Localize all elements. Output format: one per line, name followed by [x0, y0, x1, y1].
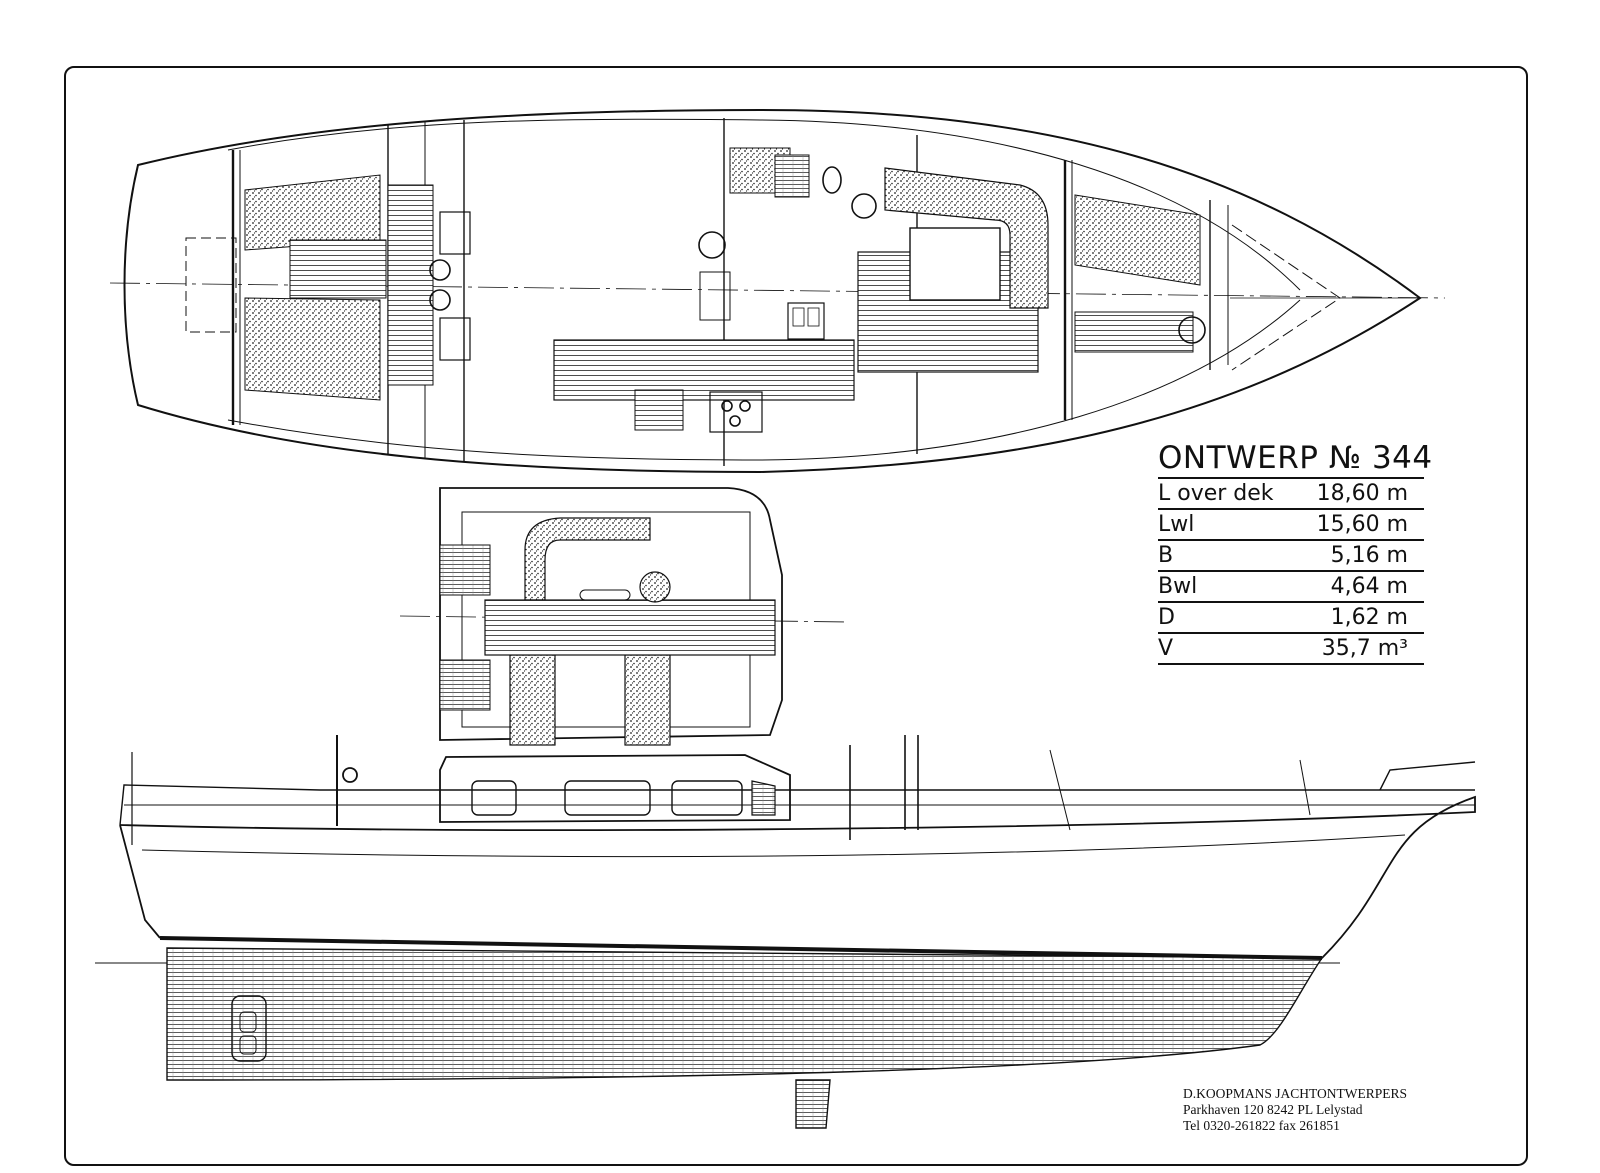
spec-label: V [1158, 636, 1174, 661]
plan-view [109, 108, 1446, 474]
spec-row: Bwl 4,64 m [1158, 572, 1424, 603]
spec-value: 15,60 m [1316, 512, 1408, 537]
design-number-title: ONTWERP № 344 [1158, 440, 1432, 479]
spec-label: B [1158, 543, 1174, 568]
spec-label: D [1158, 605, 1175, 630]
spec-row: L over dek 18,60 m [1158, 479, 1424, 510]
deckhouse-plan [399, 487, 849, 746]
spec-value: 1,62 m [1330, 605, 1408, 630]
spec-label: Bwl [1158, 574, 1198, 599]
spec-row: D 1,62 m [1158, 603, 1424, 634]
spec-row: Lwl 15,60 m [1158, 510, 1424, 541]
designer-address: Parkhaven 120 8242 PL Lelystad [1183, 1102, 1363, 1117]
designer-contact: Tel 0320-261822 fax 261851 [1183, 1118, 1340, 1133]
drawing-frame [64, 66, 1528, 1166]
profile-view [95, 735, 1476, 1129]
designer-imprint: D.KOOPMANS JACHTONTWERPERS Parkhaven 120… [1183, 1086, 1407, 1134]
spec-value: 18,60 m [1316, 481, 1408, 506]
spec-row: V 35,7 m³ [1158, 634, 1424, 665]
spec-value: 5,16 m [1330, 543, 1408, 568]
designer-name: D.KOOPMANS JACHTONTWERPERS [1183, 1086, 1408, 1101]
spec-value: 4,64 m [1330, 574, 1408, 599]
spec-label: L over dek [1158, 481, 1274, 506]
spec-label: Lwl [1158, 512, 1195, 537]
specification-table: ONTWERP № 344 L over dek 18,60 m Lwl 15,… [1158, 440, 1432, 665]
spec-value: 35,7 m³ [1321, 636, 1408, 661]
spec-row: B 5,16 m [1158, 541, 1424, 572]
